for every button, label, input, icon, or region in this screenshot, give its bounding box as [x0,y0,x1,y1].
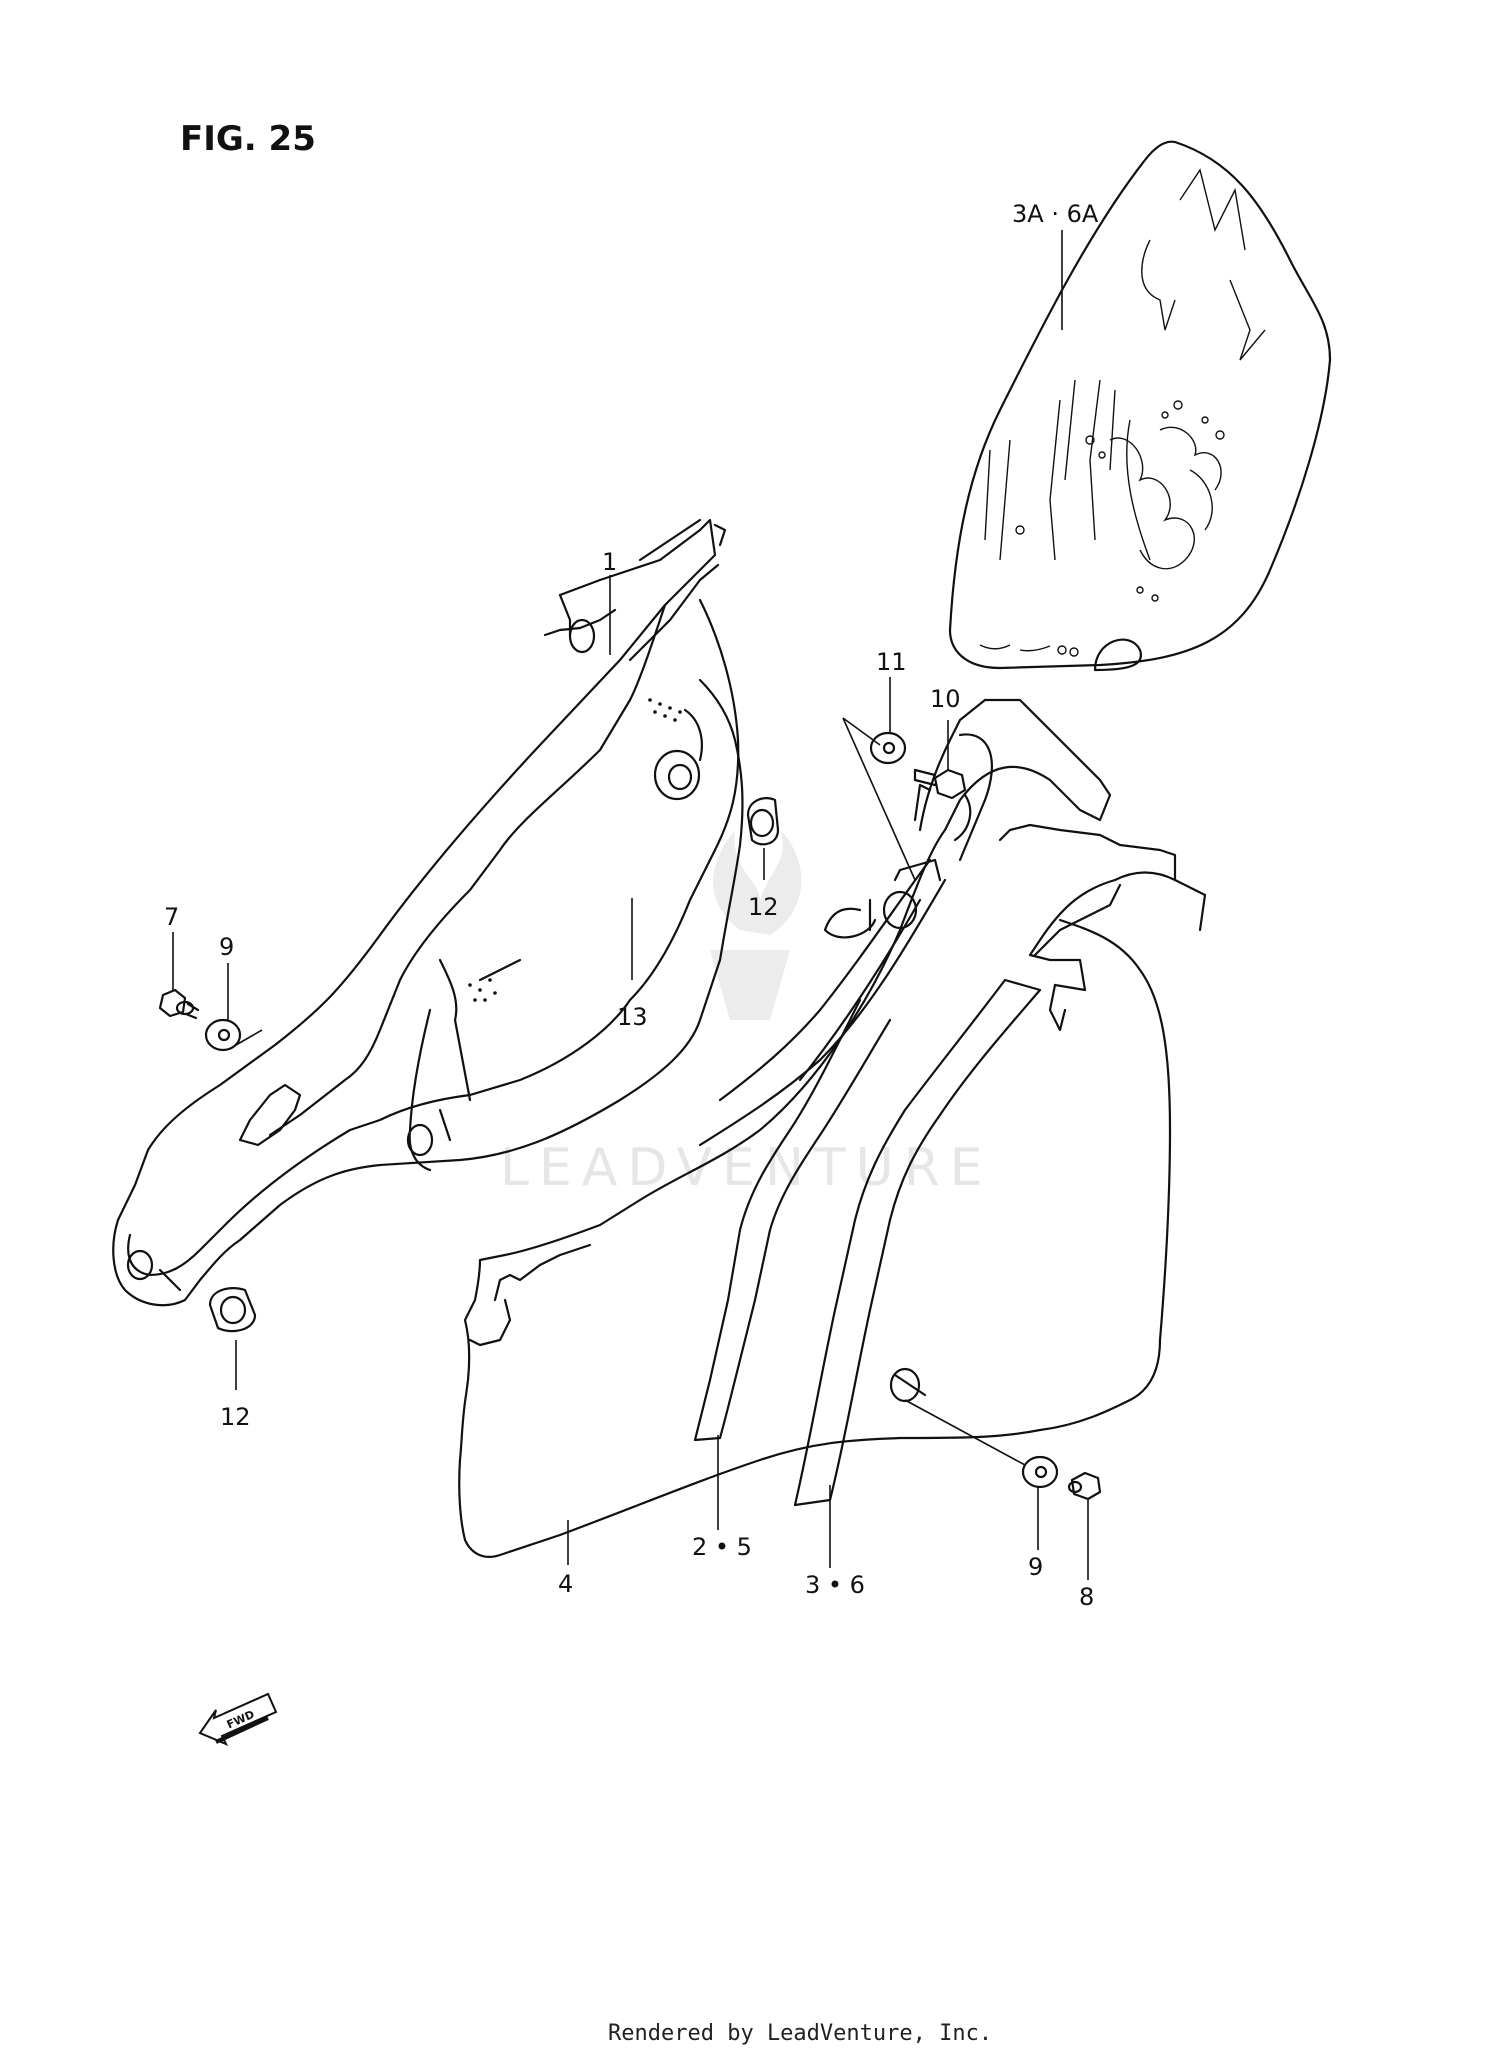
frame-cover-part-1 [112,518,744,1307]
bolt-part-7 [158,988,200,1020]
callout-12-bottom: 12 [220,1403,251,1431]
callout-10: 10 [930,685,961,713]
callout-9-left: 9 [219,933,234,961]
decal-3a-6a [948,140,1332,672]
footer-rendered-by: Rendered by LeadVenture, Inc. [608,2021,992,2046]
callout-3-6: 3 • 6 [805,1571,865,1599]
leader-lines [172,230,1089,1580]
fwd-arrow-icon: FWD [198,1692,278,1746]
watermark-text: LEADVENTURE [500,1138,993,1198]
bolt-part-8 [1067,1471,1102,1501]
grommet-part-12-mid [746,797,780,846]
bolt-part-10 [913,768,967,800]
callout-11: 11 [876,648,907,676]
watermark: LEADVENTURE [500,830,993,1198]
callouts: 1 13 7 9 12 12 11 10 3A · 6A 4 2 • 5 3 •… [164,200,1099,1611]
callout-3a-6a: 3A · 6A [1012,200,1099,228]
callout-13: 13 [617,1003,648,1031]
washer-part-11 [869,731,907,765]
callout-12-mid: 12 [748,893,779,921]
callout-9-right: 9 [1028,1553,1043,1581]
figure-title: FIG. 25 [180,119,316,159]
grommet-part-12-bottom [208,1287,257,1333]
callout-7: 7 [164,903,179,931]
callout-2-5: 2 • 5 [692,1533,752,1561]
side-cover-part-4 [458,698,1207,1558]
washer-part-9-right [1021,1455,1059,1489]
stripe-decal-part-2-5 [693,998,892,1442]
callout-4: 4 [558,1570,573,1598]
textured-patch [468,698,682,1002]
grommet-part-13 [653,749,701,801]
flame-logo-icon [710,830,802,1020]
washer-part-9-left [204,1018,242,1052]
callout-1: 1 [602,548,617,576]
stripe-decal-part-3-6 [793,978,1042,1507]
callout-8: 8 [1079,1583,1094,1611]
